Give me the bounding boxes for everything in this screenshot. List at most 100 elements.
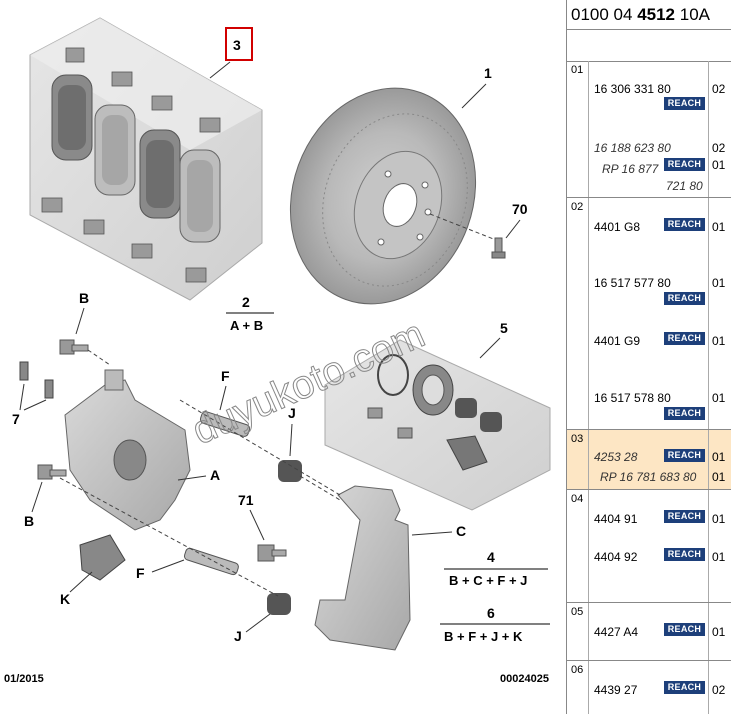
caliper bbox=[64, 369, 191, 531]
quantity: 01 bbox=[712, 391, 726, 405]
callout-F-upper: F bbox=[221, 368, 230, 384]
callout-A: A bbox=[210, 467, 220, 483]
seal-kit-box bbox=[324, 339, 551, 511]
kit-2-number: 2 bbox=[242, 294, 250, 310]
boot-upper bbox=[278, 460, 302, 482]
group-06[interactable]: 06 4439 27 REACH 02 bbox=[567, 661, 731, 714]
callout-K: K bbox=[60, 591, 70, 607]
callout-7: 7 bbox=[12, 411, 20, 427]
part-number[interactable]: 16 517 578 80 bbox=[594, 391, 671, 405]
kit-4-number: 4 bbox=[487, 549, 495, 565]
part-number[interactable]: 4439 27 bbox=[594, 683, 638, 697]
callout-70: 70 bbox=[512, 201, 528, 217]
header-prefix: 0100 04 bbox=[571, 5, 638, 24]
quantity: 01 bbox=[712, 550, 726, 564]
callout-1: 1 bbox=[484, 65, 492, 81]
boot-lower bbox=[267, 593, 291, 615]
reach-badge: REACH bbox=[664, 407, 705, 420]
callout-B-upper: B bbox=[79, 290, 89, 306]
callout-C: C bbox=[456, 523, 466, 539]
bolt-lower bbox=[37, 464, 67, 480]
group-02[interactable]: 02 4401 G8 REACH 01 16 517 577 80 REACH … bbox=[567, 198, 731, 430]
group-number: 04 bbox=[571, 493, 584, 505]
parts-panel: 0100 04 4512 10A 01 16 306 331 80 REACH … bbox=[566, 0, 731, 714]
quantity: 01 bbox=[712, 334, 726, 348]
brake-disc bbox=[289, 87, 477, 305]
kit-6-number: 6 bbox=[487, 605, 495, 621]
kit-4-formula: B + C + F + J bbox=[449, 573, 527, 588]
bleed-screws bbox=[19, 361, 54, 399]
brake-pad-4 bbox=[179, 149, 221, 243]
quantity: 01 bbox=[712, 450, 726, 464]
group-05[interactable]: 05 4427 A4 REACH 01 bbox=[567, 603, 731, 661]
reach-badge: REACH bbox=[664, 158, 705, 171]
part-number[interactable]: 4253 28 bbox=[594, 450, 638, 464]
callout-F-lower: F bbox=[136, 565, 145, 581]
group-03[interactable]: 03 4253 28 REACH 01 RP 16 781 683 80 01 bbox=[567, 430, 731, 490]
date-code: 01/2015 bbox=[4, 673, 44, 685]
callout-J-upper: J bbox=[288, 405, 296, 421]
group-01[interactable]: 01 16 306 331 80 REACH 02 16 188 623 80 … bbox=[567, 61, 731, 198]
carrier-screw bbox=[257, 544, 287, 562]
support-bracket bbox=[79, 534, 126, 581]
part-number[interactable]: 4427 A4 bbox=[594, 625, 639, 639]
group-number: 02 bbox=[571, 201, 584, 213]
quantity: 01 bbox=[712, 276, 726, 290]
brake-exploded-diagram: 3 1 70 2 A + B 5 A bbox=[4, 17, 551, 685]
kit-2-formula: A + B bbox=[230, 318, 263, 333]
reach-badge: REACH bbox=[664, 681, 705, 694]
header-suffix: 10A bbox=[675, 5, 710, 24]
disc-screw bbox=[491, 237, 506, 259]
quantity: 01 bbox=[712, 158, 726, 172]
panel-header: 0100 04 4512 10A bbox=[567, 0, 731, 30]
reach-badge: REACH bbox=[664, 449, 705, 462]
group-number: 03 bbox=[571, 433, 584, 445]
bolt-upper bbox=[59, 339, 89, 355]
group-number: 06 bbox=[571, 664, 584, 676]
part-number[interactable]: 16 306 331 80 bbox=[594, 82, 671, 96]
quantity: 01 bbox=[712, 625, 726, 639]
header-bold: 4512 bbox=[637, 5, 676, 24]
callout-3: 3 bbox=[233, 37, 241, 53]
part-number[interactable]: RP 16 781 683 80 bbox=[600, 470, 697, 484]
callout-5: 5 bbox=[500, 320, 508, 336]
part-number[interactable]: 16 517 577 80 bbox=[594, 276, 671, 290]
callout-J-lower: J bbox=[234, 628, 242, 644]
group-number: 01 bbox=[571, 64, 584, 76]
reach-badge: REACH bbox=[664, 292, 705, 305]
reach-badge: REACH bbox=[664, 510, 705, 523]
part-number[interactable]: 4404 91 bbox=[594, 512, 638, 526]
quantity: 02 bbox=[712, 141, 726, 155]
assembly-lines bbox=[59, 399, 341, 597]
part-number[interactable]: 4401 G9 bbox=[594, 334, 641, 348]
quantity: 02 bbox=[712, 82, 726, 96]
quantity: 01 bbox=[712, 470, 726, 484]
part-number[interactable]: 16 188 623 80 bbox=[594, 141, 671, 155]
callout-3-box bbox=[225, 27, 253, 61]
reach-badge: REACH bbox=[664, 218, 705, 231]
reach-badge: REACH bbox=[664, 548, 705, 561]
part-number[interactable]: RP 16 877 bbox=[602, 162, 659, 176]
pad-clips bbox=[41, 47, 221, 283]
caliper-carrier bbox=[314, 485, 411, 651]
quantity: 01 bbox=[712, 512, 726, 526]
group-number: 05 bbox=[571, 606, 584, 618]
part-number-continued: 721 80 bbox=[666, 179, 703, 193]
reach-badge: REACH bbox=[664, 97, 705, 110]
kit-6-formula: B + F + J + K bbox=[444, 629, 523, 644]
figure-number: 00024025 bbox=[500, 673, 549, 685]
quantity: 01 bbox=[712, 220, 726, 234]
guide-pin-lower bbox=[183, 547, 239, 576]
group-04[interactable]: 04 4404 91 REACH 01 4404 92 REACH 01 bbox=[567, 490, 731, 603]
brake-pad-2 bbox=[94, 104, 136, 196]
pad-kit-box bbox=[29, 17, 263, 301]
brake-pad-3 bbox=[139, 129, 181, 219]
part-number[interactable]: 4404 92 bbox=[594, 550, 638, 564]
quantity: 02 bbox=[712, 683, 726, 697]
panel-subheader bbox=[567, 30, 731, 62]
part-number[interactable]: 4401 G8 bbox=[594, 220, 641, 234]
reach-badge: REACH bbox=[664, 623, 705, 636]
brake-pad-1 bbox=[51, 74, 93, 161]
reach-badge: REACH bbox=[664, 332, 705, 345]
guide-pin-upper bbox=[199, 411, 251, 437]
